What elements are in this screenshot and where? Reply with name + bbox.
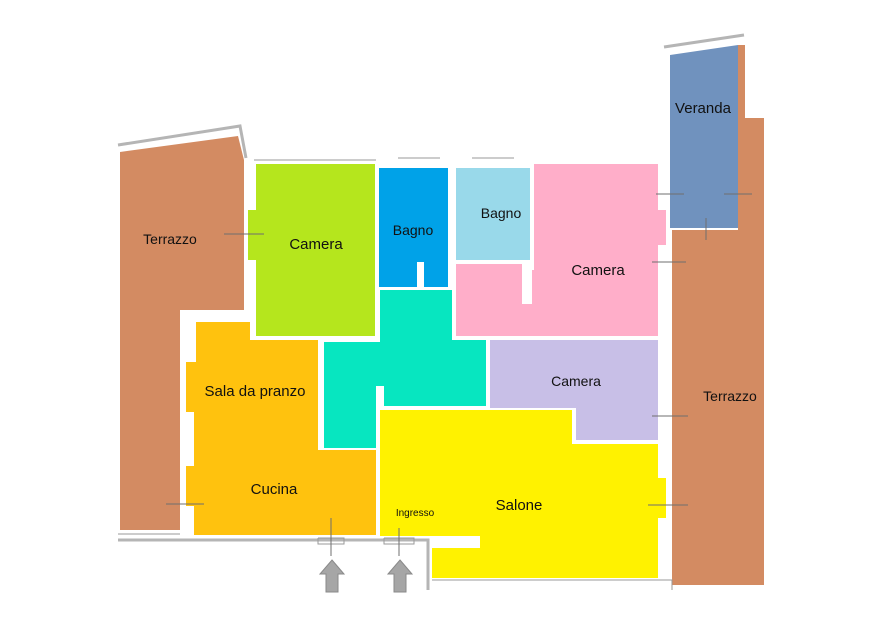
label-ingresso: Ingresso — [396, 508, 435, 519]
entry-step-left — [317, 537, 345, 545]
label-terrazzo-left: Terrazzo — [143, 231, 197, 247]
label-cucina: Cucina — [251, 481, 298, 498]
terrace-railing-left — [117, 124, 248, 159]
room-corridoio — [324, 290, 486, 448]
arrow-up-icon — [386, 559, 414, 593]
label-veranda: Veranda — [675, 100, 732, 117]
label-terrazzo-right: Terrazzo — [703, 388, 757, 404]
room-bagno-2 — [456, 168, 530, 260]
room-camera-3 — [490, 340, 658, 440]
label-bagno-1: Bagno — [393, 222, 434, 238]
label-camera-3: Camera — [551, 373, 601, 389]
room-bagno-1 — [379, 168, 448, 287]
veranda-railing — [663, 33, 745, 49]
room-terrazzo-left — [120, 136, 244, 530]
label-camera-2: Camera — [571, 262, 625, 279]
room-veranda — [670, 45, 738, 228]
entry-step-right — [383, 537, 415, 545]
arrow-up-icon — [318, 559, 346, 593]
label-salone: Salone — [496, 497, 543, 514]
label-camera-1: Camera — [289, 236, 343, 253]
label-sala-da-pranzo: Sala da pranzo — [205, 383, 306, 400]
room-camera-2 — [456, 164, 666, 336]
lower-right-wall — [432, 579, 673, 590]
label-bagno-2: Bagno — [481, 205, 522, 221]
room-salone — [380, 410, 666, 578]
room-camera-1 — [248, 164, 375, 336]
room-sala-cucina — [186, 322, 376, 535]
room-terrazzo-right — [672, 45, 764, 585]
bottom-wall — [118, 538, 430, 590]
